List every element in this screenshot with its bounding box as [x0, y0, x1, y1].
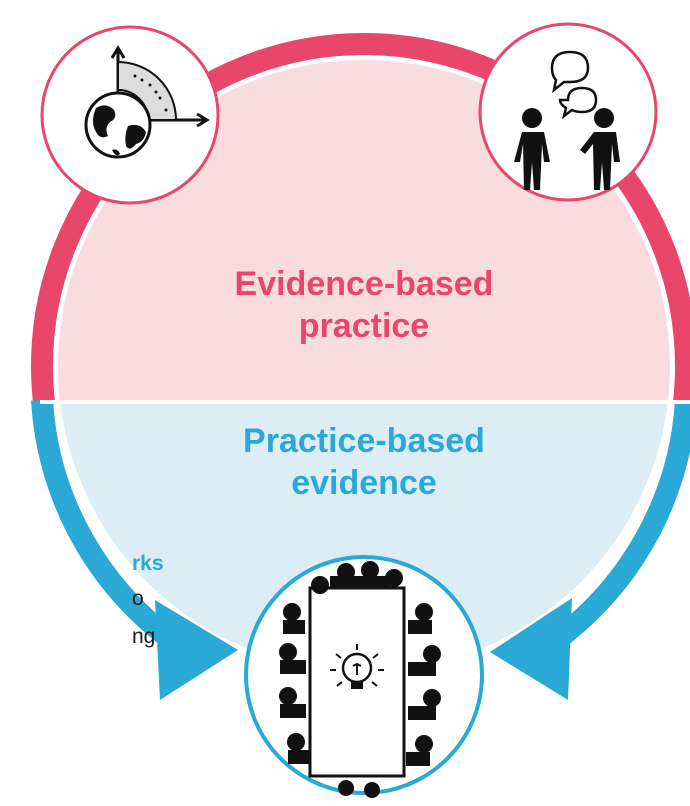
cut-off-text-line1: rks: [132, 552, 164, 575]
cut-off-text-line3: ng: [132, 625, 156, 648]
top-label-line2: practice: [299, 307, 429, 345]
cut-off-text-line2: o: [132, 587, 144, 610]
team-meeting-idea-icon: [244, 555, 484, 798]
practice-based-evidence-region: [60, 402, 668, 672]
pink-cycle-arc: [31, 33, 690, 402]
bottom-label-line1: Practice-based: [243, 422, 485, 460]
globe-chart-icon: [40, 25, 220, 205]
blue-cycle-arc: [31, 399, 690, 660]
right-arrow-head: [490, 598, 572, 700]
bottom-label-line2: evidence: [291, 464, 437, 502]
two-people-talking-icon: [478, 22, 658, 202]
left-arrow-head: [155, 600, 238, 700]
top-label-line1: Evidence-based: [235, 265, 494, 303]
